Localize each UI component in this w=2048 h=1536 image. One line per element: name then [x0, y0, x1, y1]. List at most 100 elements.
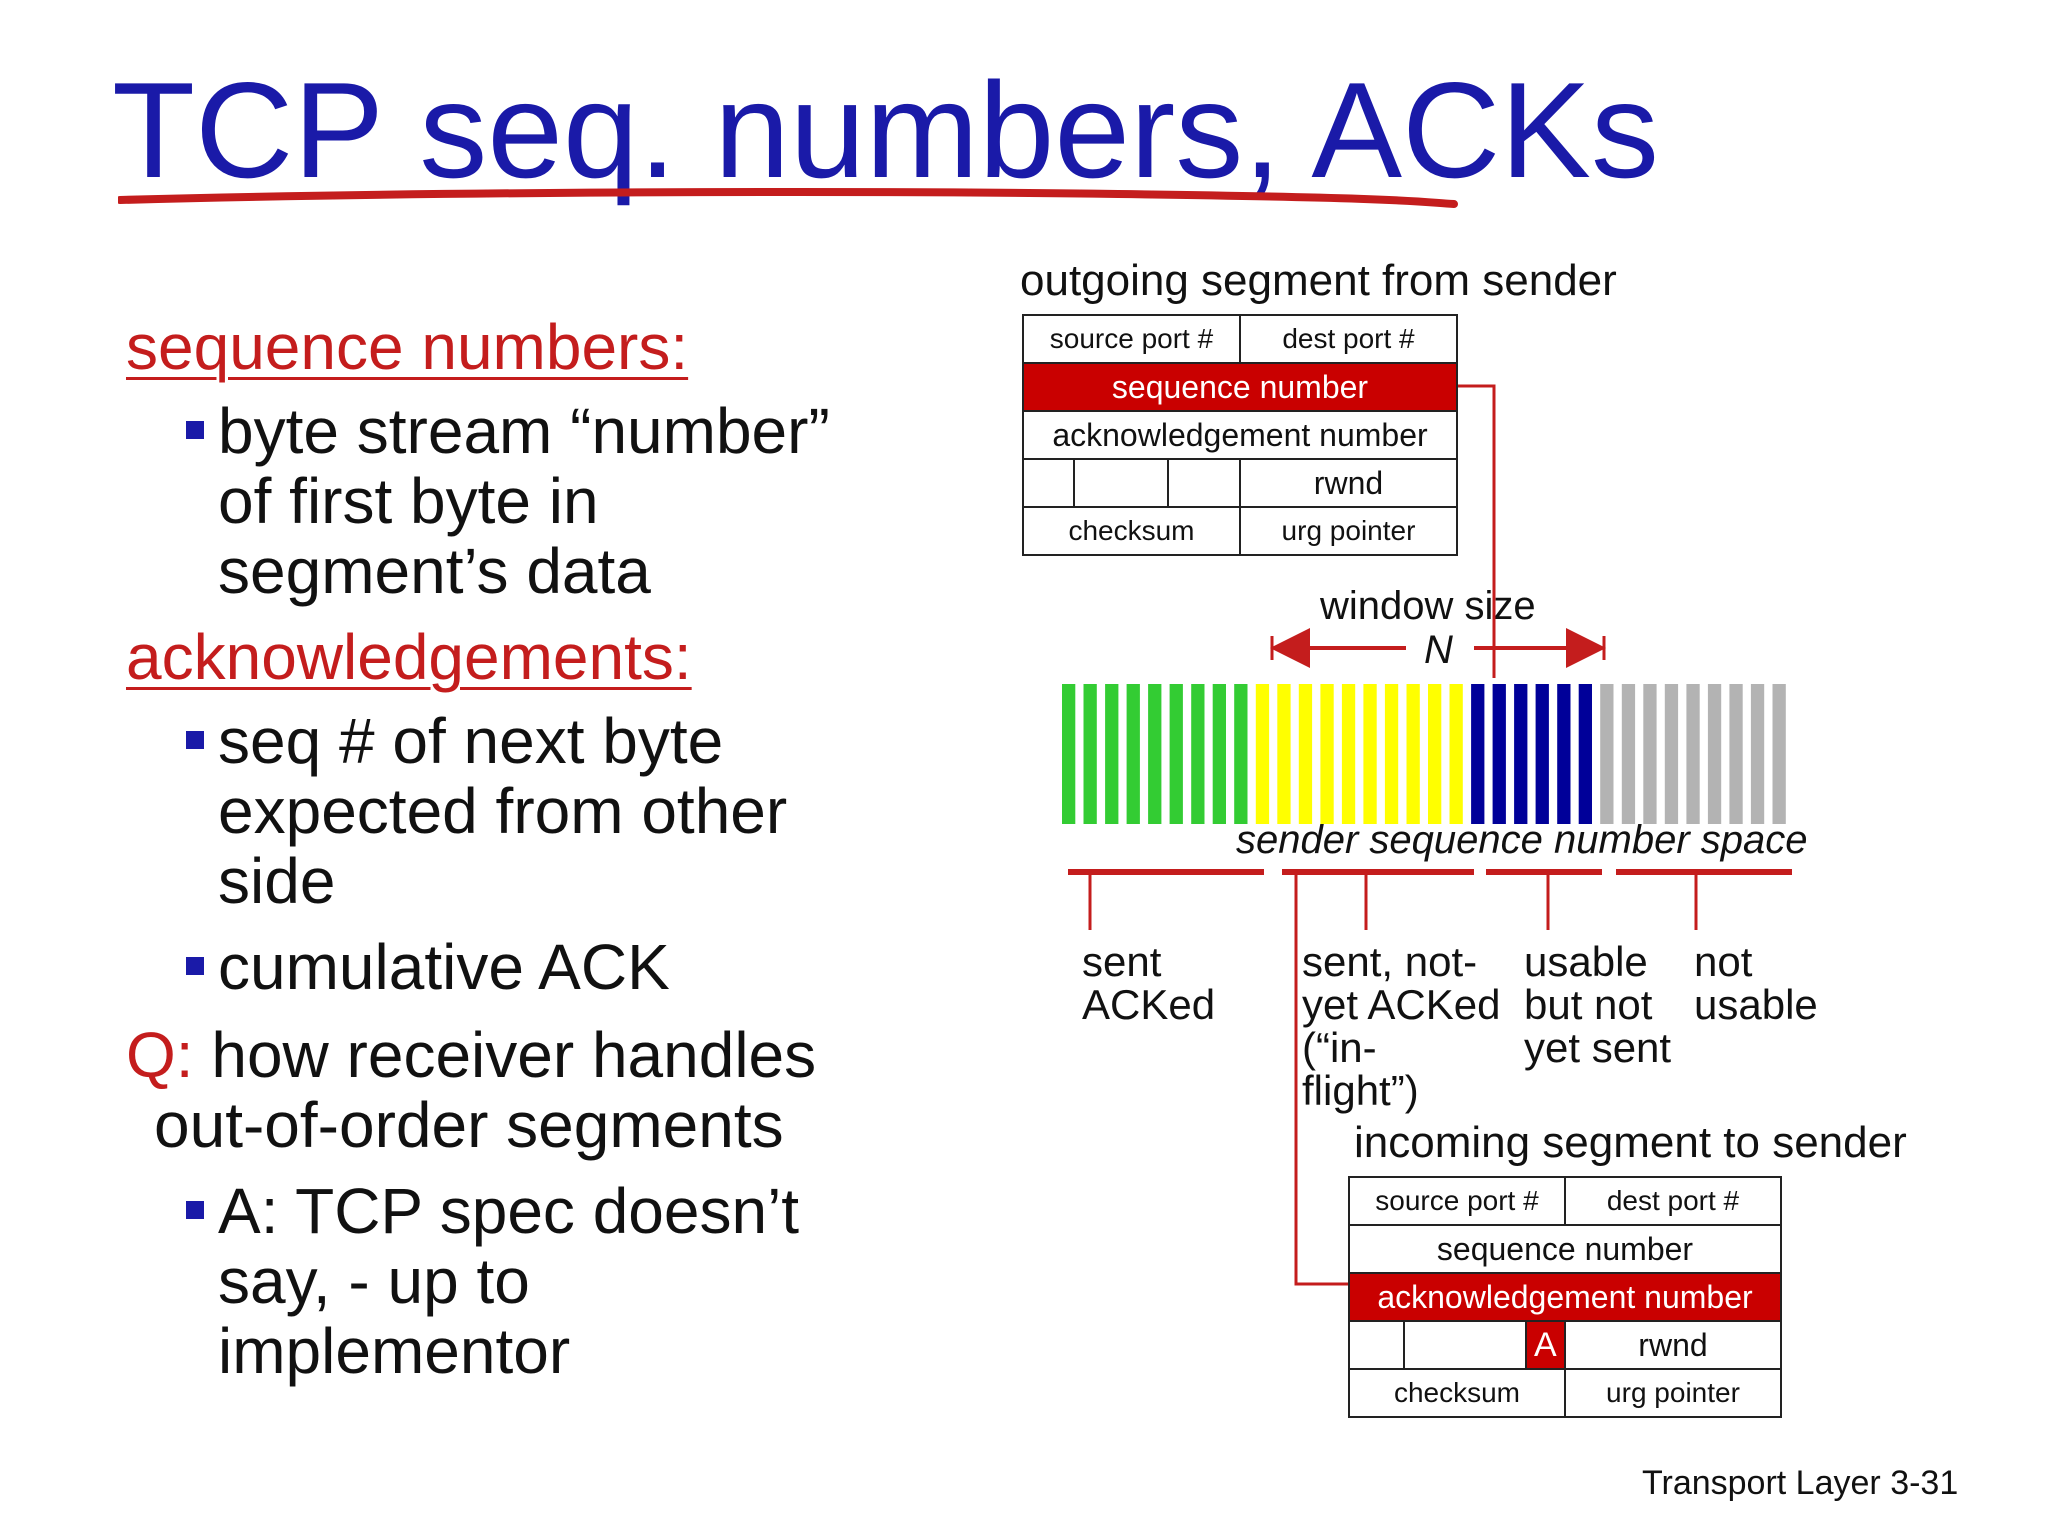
a-line-1: A: TCP spec doesn’t — [218, 1175, 800, 1247]
flags-field-2 — [1073, 458, 1170, 508]
footer: Transport Layer 3-31 — [1642, 1464, 1958, 1503]
usable-bar — [1557, 684, 1571, 824]
sequence-number-field: sequence number — [1022, 362, 1458, 412]
region-line: usable — [1694, 981, 1818, 1028]
rwnd-field: rwnd — [1238, 458, 1459, 508]
sequence-numbers-heading: sequence numbers: — [126, 311, 689, 383]
in-rwnd-field: rwnd — [1563, 1320, 1783, 1370]
window-size-label: window size — [1320, 584, 1536, 628]
ack-number-field: acknowledgement number — [1022, 410, 1458, 460]
region-line: yet sent — [1524, 1024, 1672, 1071]
region-label-sent-acked: sent ACKed — [1082, 940, 1215, 1026]
sent-acked-bar — [1212, 684, 1226, 824]
inflight-bar — [1384, 684, 1399, 824]
in-flags-field-2 — [1402, 1320, 1527, 1370]
flags-field-3 — [1167, 458, 1241, 508]
seq-bullet-line-3: segment’s data — [218, 535, 651, 607]
in-source-port-field: source port # — [1348, 1176, 1566, 1226]
outgoing-segment-caption: outgoing segment from sender — [1020, 256, 1617, 305]
footer-text: Transport Layer — [1642, 1464, 1881, 1502]
bullet-square-icon — [186, 957, 204, 976]
inflight-bar — [1363, 684, 1377, 824]
not-usable-bar — [1729, 684, 1743, 824]
usable-bar — [1492, 684, 1506, 824]
ack-bullet-line-3: side — [218, 845, 336, 917]
ack-number-connector — [1294, 870, 1348, 1286]
seq-number-connector — [1458, 384, 1496, 678]
sequence-space-bars — [1062, 684, 1786, 824]
q-line-1: how receiver handles — [211, 1019, 817, 1091]
inflight-bar — [1255, 684, 1270, 824]
sent-acked-bar — [1148, 684, 1162, 824]
question-block: Q: how receiver handles out-of-order seg… — [126, 1020, 816, 1160]
dest-port-field: dest port # — [1238, 314, 1459, 364]
sent-acked-bar — [1126, 684, 1140, 824]
inflight-bar — [1277, 684, 1291, 824]
window-n-label: N — [1424, 628, 1453, 672]
not-usable-bar — [1707, 684, 1722, 824]
ack-bullet-line-2: expected from other — [218, 775, 788, 847]
sent-acked-bar — [1191, 684, 1205, 824]
region-line: yet ACKed — [1302, 981, 1501, 1028]
region-line: sent — [1082, 938, 1162, 985]
inflight-bar — [1341, 684, 1356, 824]
inflight-bar — [1428, 684, 1442, 824]
cumulative-ack-text: cumulative ACK — [218, 931, 670, 1003]
inflight-bar — [1406, 684, 1420, 824]
source-port-field: source port # — [1022, 314, 1241, 364]
urg-pointer-field: urg pointer — [1238, 506, 1459, 556]
usable-bar — [1514, 684, 1528, 824]
in-ack-number-field: acknowledgement number — [1348, 1272, 1782, 1322]
not-usable-bar — [1621, 684, 1636, 824]
ack-bullet-line-1: seq # of next byte — [218, 705, 724, 777]
bullet-square-icon — [186, 421, 204, 440]
sent-acked-bar — [1234, 684, 1248, 824]
not-usable-bar — [1664, 684, 1679, 824]
region-line: usable — [1524, 938, 1648, 985]
inflight-bar — [1298, 684, 1313, 824]
flags-field-1 — [1021, 458, 1076, 508]
in-flags-field-1 — [1348, 1320, 1405, 1370]
inflight-bar — [1449, 684, 1463, 824]
not-usable-bar — [1643, 684, 1657, 824]
in-dest-port-field: dest port # — [1563, 1176, 1783, 1226]
in-checksum-field: checksum — [1348, 1368, 1566, 1418]
page-number: 3-31 — [1890, 1464, 1959, 1502]
sent-acked-bar — [1169, 684, 1183, 824]
region-line: sent, not- — [1302, 938, 1478, 985]
region-label-usable: usable but not yet sent — [1524, 940, 1671, 1069]
ack-flag-field: A — [1524, 1320, 1566, 1370]
checksum-field: checksum — [1022, 506, 1241, 556]
incoming-segment-header: source port # dest port # sequence numbe… — [1348, 1176, 1783, 1418]
region-line: not — [1694, 938, 1753, 985]
acknowledgements-heading: acknowledgements: — [126, 621, 692, 693]
seq-bullet-line-1: byte stream “number” — [218, 395, 830, 467]
ack-bullet-2: cumulative ACK — [186, 932, 670, 1002]
answer-bullet: A: TCP spec doesn’t say, - up to impleme… — [186, 1176, 799, 1386]
region-label-not-usable: not usable — [1694, 940, 1818, 1026]
usable-bar — [1578, 684, 1592, 824]
seq-bullet-line-2: of first byte in — [218, 465, 599, 537]
a-line-3: implementor — [218, 1315, 571, 1387]
not-usable-bar — [1686, 684, 1700, 824]
sent-acked-bar — [1083, 684, 1097, 824]
region-line: ACKed — [1082, 981, 1216, 1028]
sent-acked-bar — [1105, 684, 1119, 824]
bullet-square-icon — [186, 1201, 204, 1220]
not-usable-bar — [1750, 684, 1765, 824]
bullet-square-icon — [186, 731, 204, 750]
title-underline — [118, 188, 1458, 208]
q-label: Q: — [126, 1019, 194, 1091]
incoming-segment-caption: incoming segment to sender — [1354, 1118, 1907, 1167]
sent-acked-bar — [1062, 684, 1076, 824]
region-line: flight”) — [1302, 1067, 1419, 1114]
a-line-2: say, - up to — [218, 1245, 530, 1317]
region-label-inflight: sent, not- yet ACKed (“in- flight”) — [1302, 940, 1500, 1112]
q-line-2: out-of-order segments — [154, 1089, 784, 1161]
inflight-bar — [1320, 684, 1334, 824]
outgoing-segment-header: source port # dest port # sequence numbe… — [1021, 314, 1459, 556]
not-usable-bar — [1600, 684, 1614, 824]
region-line: (“in- — [1302, 1024, 1377, 1071]
usable-bar — [1535, 684, 1549, 824]
